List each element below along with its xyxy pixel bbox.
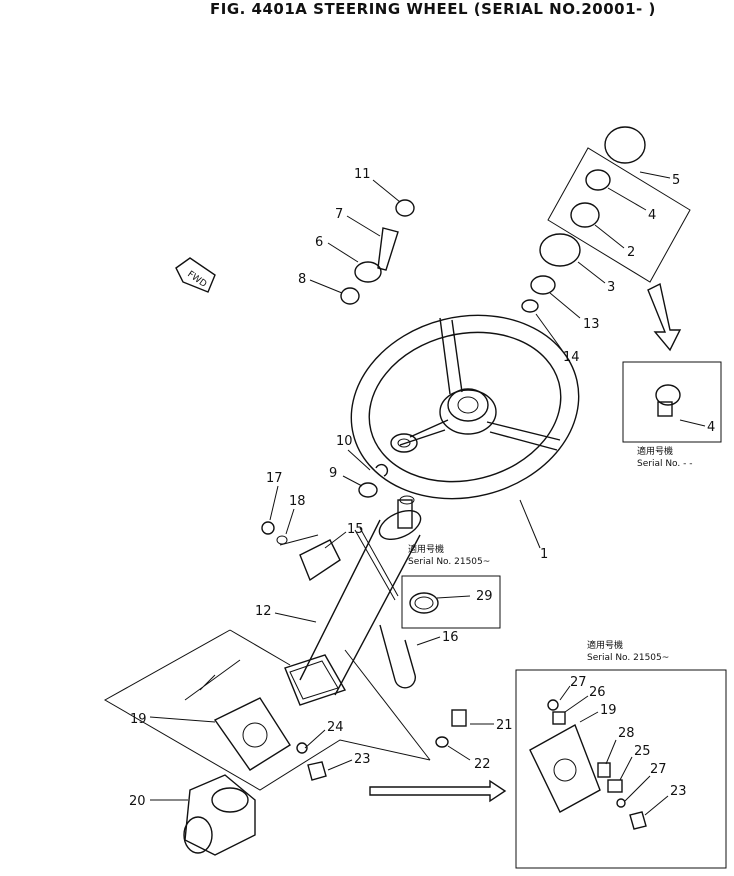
callout-29: 29 <box>476 589 493 604</box>
callout-25: 25 <box>634 744 651 759</box>
callout-27-top: 27 <box>570 675 587 690</box>
steering-column <box>284 495 422 706</box>
callout-23: 23 <box>354 752 371 767</box>
callout-21: 21 <box>496 718 513 733</box>
inset-middle <box>401 575 501 629</box>
callout-24: 24 <box>327 720 344 735</box>
callout-1: 1 <box>540 547 548 562</box>
steering-wheel <box>350 314 580 500</box>
bushing-29 <box>409 592 439 614</box>
figure-title: FIG. 4401A STEERING WHEEL (SERIAL NO.200… <box>210 0 656 18</box>
callout-27-bottom: 27 <box>650 762 667 777</box>
callout-15: 15 <box>347 522 364 537</box>
callout-7: 7 <box>335 207 343 222</box>
callout-16: 16 <box>442 630 459 645</box>
callout-20: 20 <box>129 794 146 809</box>
callout-22: 22 <box>474 757 491 772</box>
note-top-right-label: 適用号機 <box>637 445 673 457</box>
bolt-21 <box>435 709 467 748</box>
callout-17: 17 <box>266 471 283 486</box>
gearbox-20 <box>183 774 256 856</box>
callout-10: 10 <box>336 434 353 449</box>
callout-11: 11 <box>354 167 371 182</box>
callout-14: 14 <box>563 350 580 365</box>
callout-4-top: 4 <box>648 208 656 223</box>
note-bottom-right-label: 適用号機 <box>587 639 623 651</box>
inset-bottom-right <box>515 669 727 869</box>
callout-18: 18 <box>289 494 306 509</box>
horn-assembly <box>521 126 691 352</box>
callout-2: 2 <box>627 245 635 260</box>
bracket-alt <box>529 699 647 830</box>
inset-top-right <box>622 361 722 443</box>
small-parts-left <box>261 199 415 582</box>
serial-notes: 適用号機 Serial No. - - 適用号機 Serial No. 2150… <box>408 445 693 663</box>
callout-6: 6 <box>315 235 323 250</box>
callout-28: 28 <box>618 726 635 741</box>
note-top-right-serial: Serial No. - - <box>637 459 693 469</box>
bracket-19 <box>184 659 291 771</box>
callout-12: 12 <box>255 604 272 619</box>
note-mid-serial: Serial No. 21505~ <box>408 557 490 567</box>
callout-23-inset: 23 <box>670 784 687 799</box>
callout-4-inset: 4 <box>707 420 715 435</box>
callout-26: 26 <box>589 685 606 700</box>
u-bolt-16 <box>379 624 417 689</box>
callout-9: 9 <box>329 466 337 481</box>
horn-button-alt <box>655 384 681 417</box>
note-mid-label: 適用号機 <box>408 543 444 555</box>
callout-5: 5 <box>672 173 680 188</box>
washer-24 <box>296 742 308 754</box>
bolt-23 <box>307 761 327 781</box>
callout-13: 13 <box>583 317 600 332</box>
callout-19-inset: 19 <box>600 703 617 718</box>
fwd-arrow: FWD <box>175 257 216 293</box>
callout-3: 3 <box>607 280 615 295</box>
callouts: 11 7 6 8 5 4 2 3 13 14 4 1 10 9 17 18 15… <box>129 167 715 809</box>
floor-plate-outline <box>103 629 431 791</box>
arrow-to-inset <box>369 779 507 803</box>
note-bottom-right-serial: Serial No. 21505~ <box>587 653 669 663</box>
callout-8: 8 <box>298 272 306 287</box>
leader-lines <box>149 171 706 816</box>
callout-19: 19 <box>130 712 147 727</box>
